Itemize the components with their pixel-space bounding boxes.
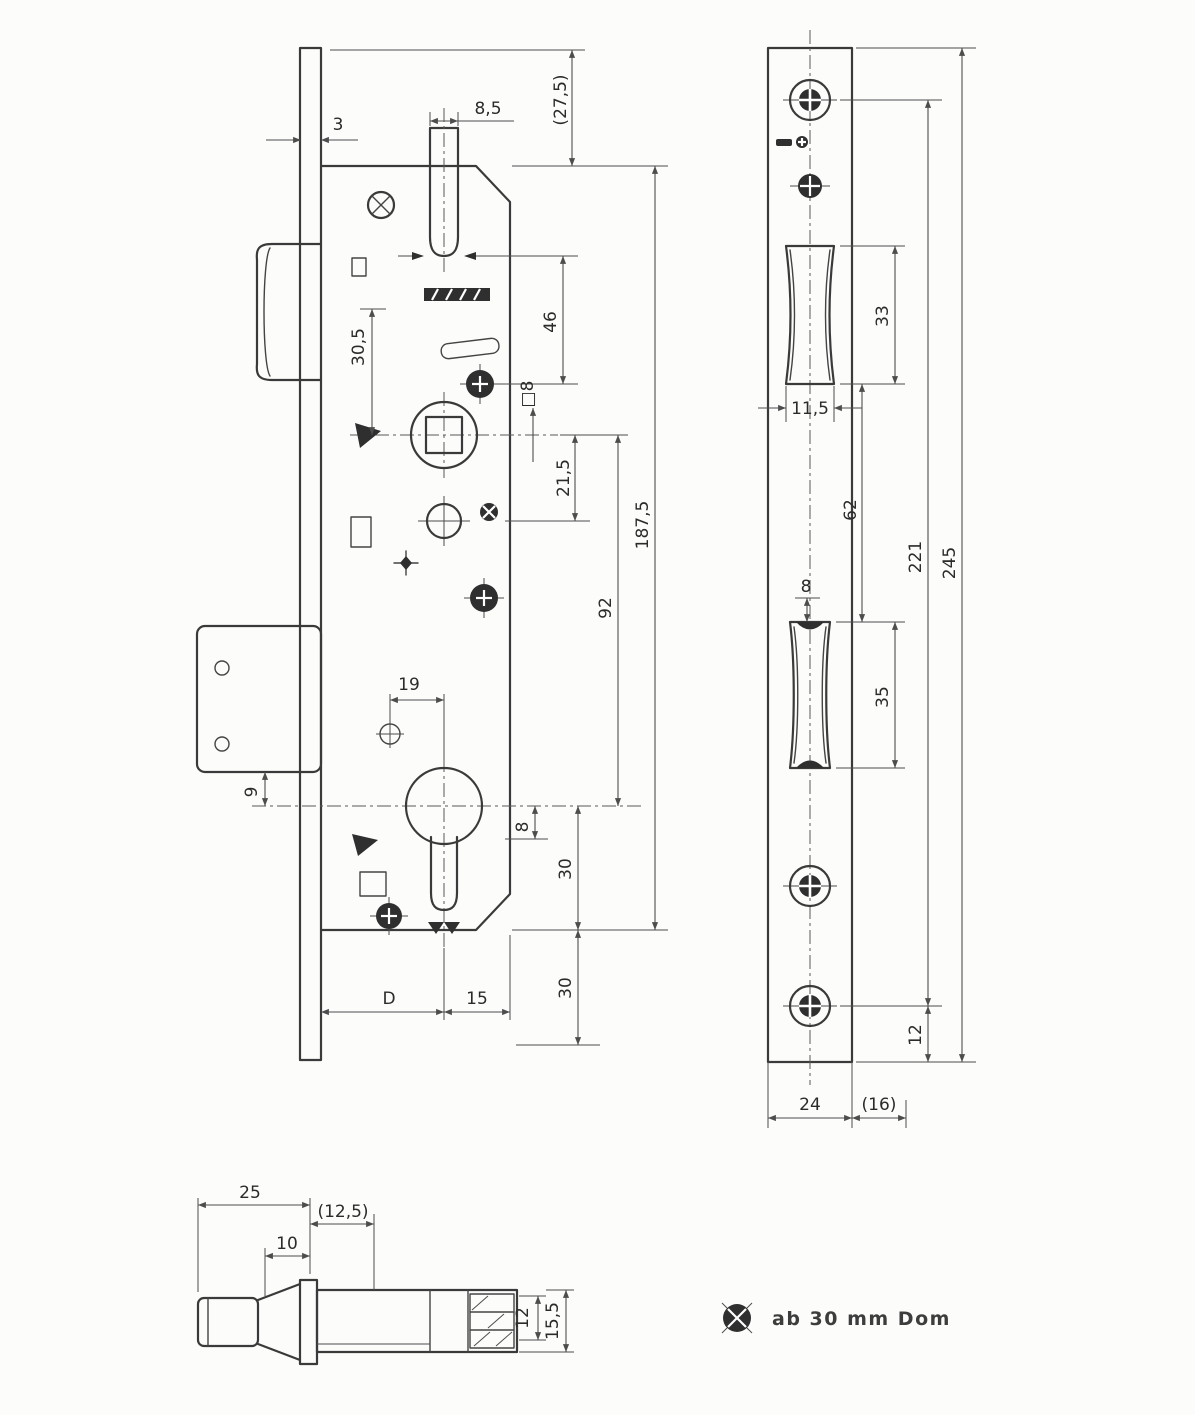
dim-label-latch-to-follower: 46 <box>541 311 561 333</box>
dim-label-screw-offset: 19 <box>398 675 420 695</box>
cylinder-hole <box>252 758 645 948</box>
dim-label-backset: D <box>382 989 395 1009</box>
cylinder-hatch <box>428 922 460 934</box>
latch-head <box>196 1296 260 1348</box>
star-screw-upper <box>460 364 500 404</box>
cylinder-screw <box>376 720 404 748</box>
dim-label-top-extension: (27,5) <box>551 74 571 125</box>
dim-label-overall-height: 15,5 <box>543 1302 563 1340</box>
small-screw <box>480 503 498 521</box>
screw-hole-second <box>790 174 830 198</box>
lock-case-view: 3 8,5 (27,5) 46 30,5 □8 <box>195 46 668 1062</box>
section-faceplate <box>298 1278 319 1366</box>
small-rect-part <box>350 516 372 548</box>
dim-label-case-to-plate-end: 30 <box>556 977 576 999</box>
small-square-part <box>359 871 387 897</box>
deadbolt <box>195 624 323 774</box>
dim-label-end-offset: 12 <box>906 1024 926 1046</box>
dim-label-cylinder-offset: 8 <box>513 822 533 833</box>
latch-bolt-face-line <box>263 247 271 377</box>
star-screw-lower <box>370 897 408 935</box>
small-bracket <box>351 257 367 277</box>
pin-width-arrowheads <box>398 252 492 260</box>
dim-label-bolt-to-cylinder: 9 <box>242 787 262 798</box>
dim-label-cutout-gap: 62 <box>841 499 861 521</box>
latch-body-details <box>317 1289 515 1353</box>
dim-label-travel: 10 <box>276 1234 298 1254</box>
top-pin <box>428 126 460 258</box>
latch-bevel-top <box>256 1282 302 1302</box>
screw-top-left <box>366 190 396 220</box>
dim-label-latch-cutout-height: 33 <box>873 305 893 327</box>
faceplate-view: 11,5 33 62 8 35 <box>758 30 976 1128</box>
slot <box>440 337 500 360</box>
cross-mark <box>393 550 419 576</box>
dim-label-pin-width: 8,5 <box>474 99 501 119</box>
dim-label-bolt-cutout-height: 35 <box>873 686 893 708</box>
dimensions-main: 3 8,5 (27,5) 46 30,5 □8 <box>242 49 668 1046</box>
hatched-bar <box>424 288 490 301</box>
bolt-cutout <box>788 620 832 770</box>
dim-label-follower-to-cylinder: 92 <box>596 597 616 619</box>
latch-section-view: 25 (12,5) 10 12 15,5 <box>196 1183 574 1366</box>
dim-label-alt-width: (16) <box>862 1095 897 1115</box>
dim-label-spindle-square: □8 <box>518 381 538 408</box>
latch-cutout <box>784 244 836 386</box>
dim-label-plate-length: 245 <box>940 547 960 579</box>
dim-label-plate-width: 24 <box>799 1095 821 1115</box>
dim-label-screw-spacing: 221 <box>906 541 926 573</box>
dim-label-upper-offset: 30,5 <box>349 328 369 366</box>
dim-label-head-width: (12,5) <box>317 1202 368 1222</box>
legend: ab 30 mm Dom <box>721 1302 951 1334</box>
dim-plate-width: 24 (16) <box>767 1062 907 1128</box>
dim-label-bolt-offset: 8 <box>801 577 812 597</box>
latch-body <box>315 1288 519 1354</box>
dim-label-follower-to-screw: 21,5 <box>554 459 574 497</box>
latch-bolt <box>255 242 323 382</box>
dim-label-cylinder-to-case-end: 30 <box>556 858 576 880</box>
dim-label-latch-cutout-width: 11,5 <box>791 399 829 419</box>
faceplate-edge <box>298 46 323 1062</box>
dim-label-case-edge: 15 <box>466 989 488 1009</box>
cam-symbol-icon <box>721 1302 753 1334</box>
dim-label-plate-thickness: 3 <box>333 115 344 135</box>
dim-label-projection: 25 <box>239 1183 261 1203</box>
deadbolt-rivet-bottom <box>214 736 230 752</box>
star-screw-middle <box>464 578 504 618</box>
screw-hole-top <box>783 78 837 122</box>
dim-label-case-length: 187,5 <box>633 501 653 550</box>
legend-note: ab 30 mm Dom <box>772 1308 951 1330</box>
mark-triangle-lower <box>352 834 378 856</box>
brand-mark <box>776 136 808 148</box>
deadbolt-rivet-top <box>214 660 230 676</box>
screw-hole-bottom <box>783 984 837 1028</box>
fixing-screw-hole <box>418 496 470 546</box>
dim-latch-cutout-width: 11,5 <box>758 386 862 422</box>
follower-hub <box>350 392 558 478</box>
latch-bevel-bottom <box>256 1342 302 1362</box>
dim-label-bolt-height: 12 <box>513 1307 533 1329</box>
screw-hole-third <box>783 864 837 908</box>
